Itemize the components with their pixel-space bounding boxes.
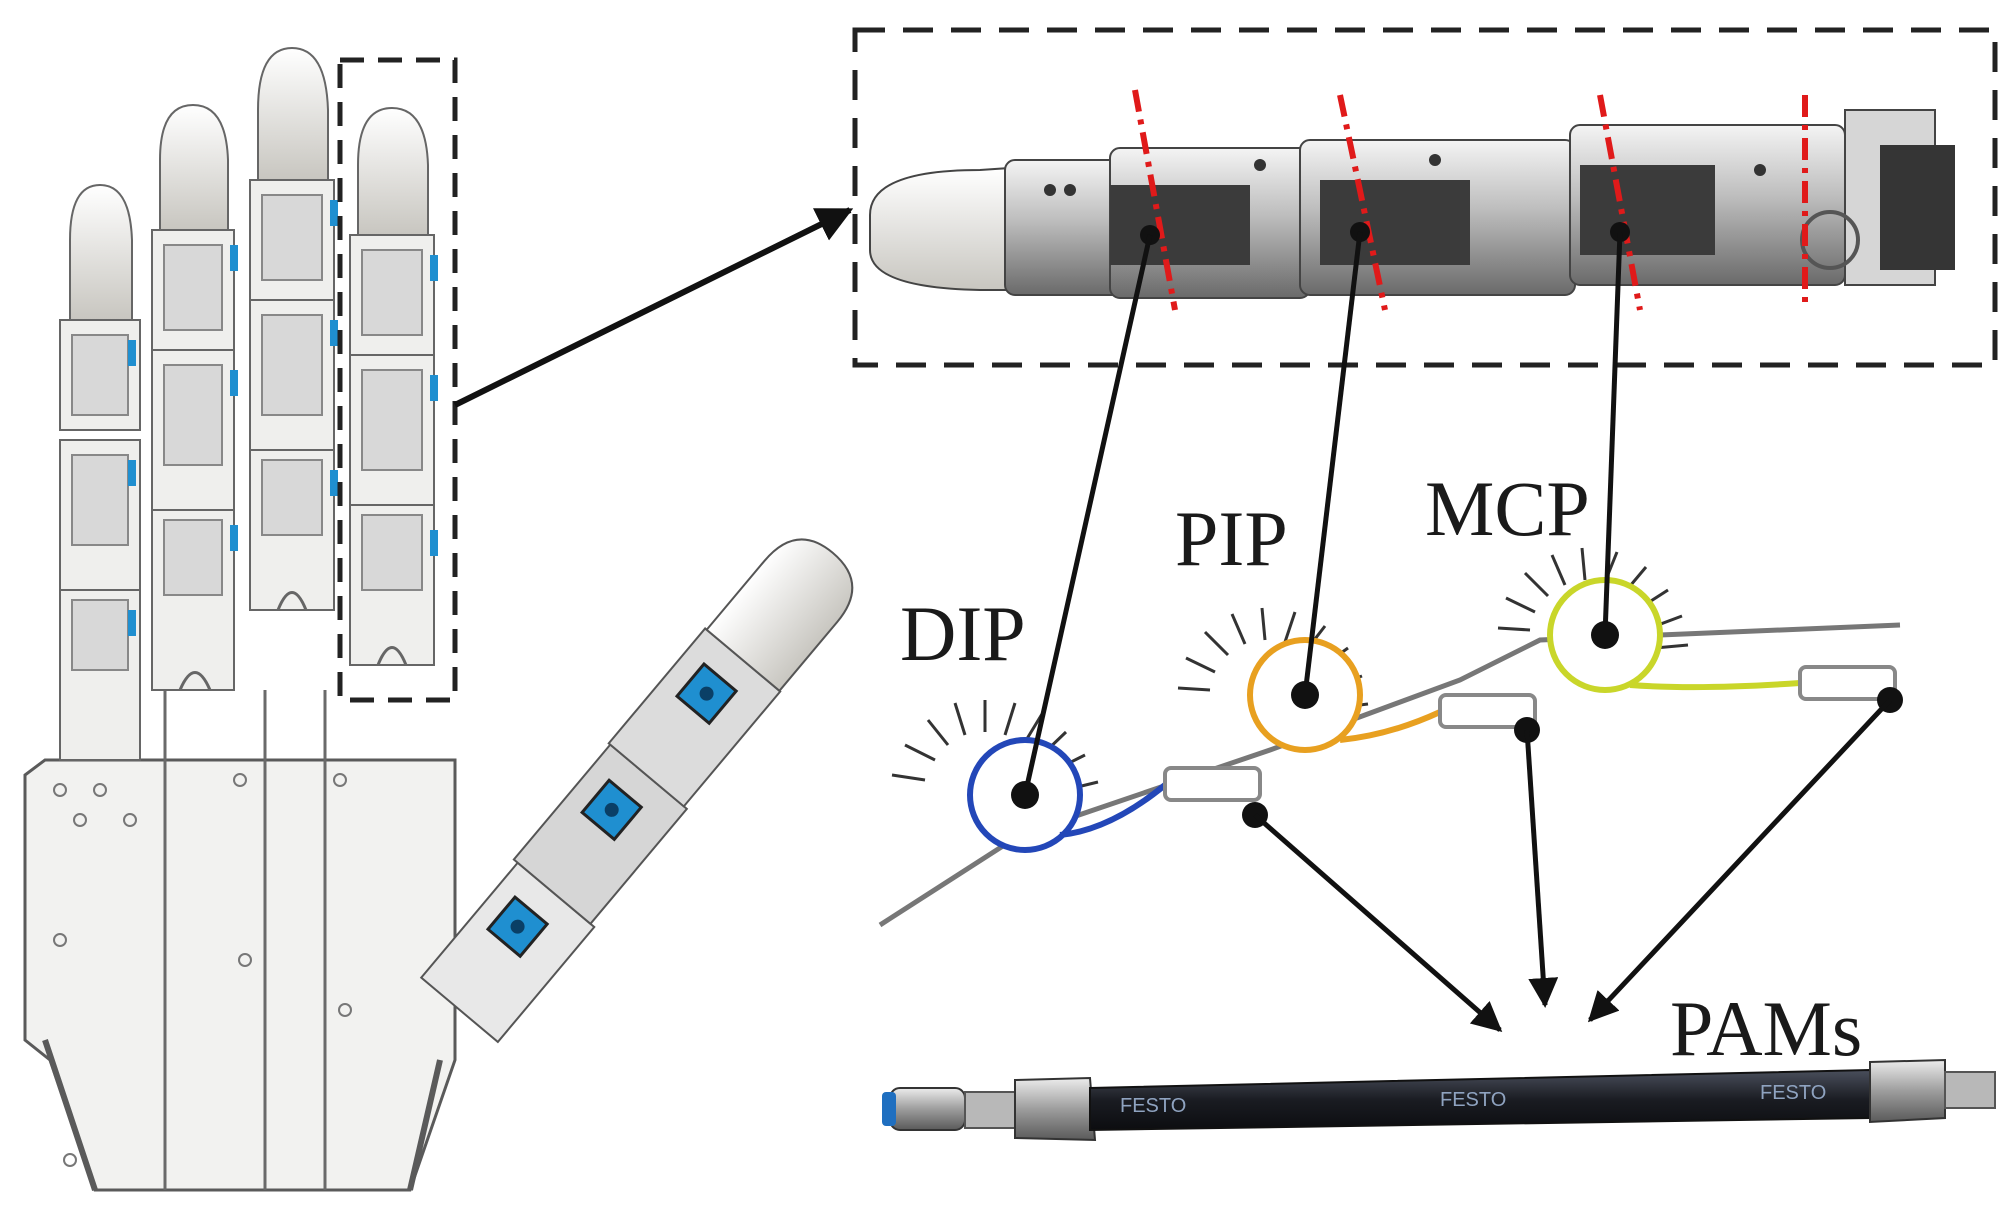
little-finger: [59, 183, 141, 761]
joint-pivot-dots: [1140, 222, 1630, 245]
ring-finger: [151, 103, 238, 691]
label-mcp: MCP: [1425, 465, 1590, 552]
finger-detail-cad: [869, 109, 1955, 299]
pam-brand-text-3: FESTO: [1760, 1082, 1826, 1104]
label-pip: PIP: [1175, 495, 1288, 582]
middle-finger: [249, 46, 338, 611]
index-finger: [349, 106, 438, 666]
pam-brand-text-2: FESTO: [1440, 1089, 1506, 1111]
joint-center-dots: [1011, 621, 1903, 828]
pam-tube: FESTO FESTO FESTO: [882, 1058, 1996, 1142]
joint-leader-lines: [1022, 231, 1623, 796]
thumb: [419, 538, 854, 1044]
joint-axis-lines: [1132, 89, 1808, 311]
pam-brand-text-1: FESTO: [1120, 1095, 1186, 1117]
label-dip: DIP: [900, 590, 1026, 677]
detail-box: [852, 27, 1998, 368]
palm-plate: [23, 758, 457, 1192]
finger-highlight-box: [337, 57, 458, 703]
zoom-arrow: [453, 207, 854, 408]
pam-arrows: [1253, 698, 1892, 1032]
label-pams: PAMs: [1670, 985, 1862, 1072]
hand-cad-drawing: [23, 46, 854, 1192]
kinematic-schematic: [878, 547, 1901, 928]
